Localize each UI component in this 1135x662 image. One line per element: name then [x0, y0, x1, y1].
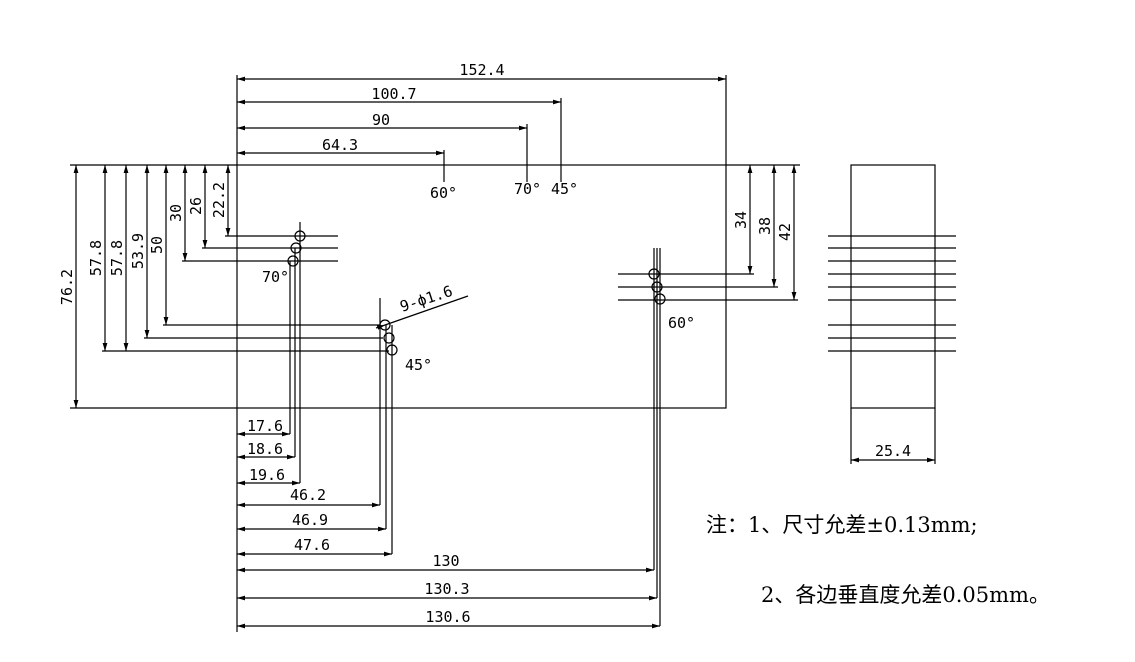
dim-46-2: 46.2	[290, 486, 326, 504]
hole	[290, 242, 302, 254]
dim-57-8-a: 57.8	[87, 240, 105, 276]
left-dimensions: 76.2 57.8 57.8 53.9 50 30 26 22.2	[58, 164, 389, 409]
dim-76-2: 76.2	[58, 269, 76, 305]
dim-130-3: 130.3	[424, 580, 469, 598]
hole	[287, 255, 299, 267]
angle-45-mid: 45°	[405, 356, 432, 374]
hole-group-left: 70°	[262, 222, 306, 483]
hole	[651, 281, 663, 293]
hole	[383, 332, 395, 344]
dim-22-2: 22.2	[210, 182, 228, 218]
hole	[648, 268, 660, 280]
side-view: 25.4	[828, 164, 956, 464]
dim-42: 42	[776, 223, 794, 241]
dim-19-6: 19.6	[249, 466, 285, 484]
dim-18-6: 18.6	[247, 440, 283, 458]
dim-47-6: 47.6	[294, 536, 330, 554]
angle-45-top: 45°	[551, 180, 578, 198]
hole	[294, 230, 306, 242]
angle-70-top: 70°	[514, 180, 541, 198]
dim-50: 50	[148, 236, 166, 254]
dim-57-8-b: 57.8	[108, 240, 126, 276]
dim-26: 26	[187, 197, 205, 215]
hole	[386, 344, 398, 356]
note-line-1: 注：1、尺寸允差±0.13mm;	[706, 513, 978, 537]
dim-100-7: 100.7	[371, 85, 416, 103]
hole	[654, 293, 666, 305]
hole-group-middle: 9-ϕ1.6 45°	[375, 282, 469, 554]
dim-46-9: 46.9	[292, 511, 328, 529]
dim-152-4: 152.4	[459, 61, 504, 79]
angle-60-right: 60°	[668, 314, 695, 332]
dim-25-4: 25.4	[875, 442, 911, 460]
note-line-2: 2、各边垂直度允差0.05mm。	[761, 583, 1050, 607]
top-dimensions: 152.4 100.7 90 64.3 60° 70° 45°	[236, 61, 727, 202]
right-dimensions: 34 38 42	[726, 164, 800, 300]
dim-38: 38	[756, 217, 774, 235]
hole-group-right: 60°	[618, 248, 798, 626]
dim-64-3: 64.3	[322, 136, 358, 154]
dim-53-9: 53.9	[129, 233, 147, 269]
angle-60-top: 60°	[430, 184, 457, 202]
dim-90: 90	[372, 111, 390, 129]
dim-34: 34	[732, 211, 750, 229]
dim-30: 30	[167, 204, 185, 222]
bottom-dimensions: 17.6 18.6 19.6 46.2 46.9 47.6 130 130.3 …	[236, 408, 660, 632]
dim-17-6: 17.6	[247, 417, 283, 435]
angle-70-left: 70°	[262, 268, 289, 286]
dim-130-6: 130.6	[425, 608, 470, 626]
dim-130: 130	[432, 552, 459, 570]
